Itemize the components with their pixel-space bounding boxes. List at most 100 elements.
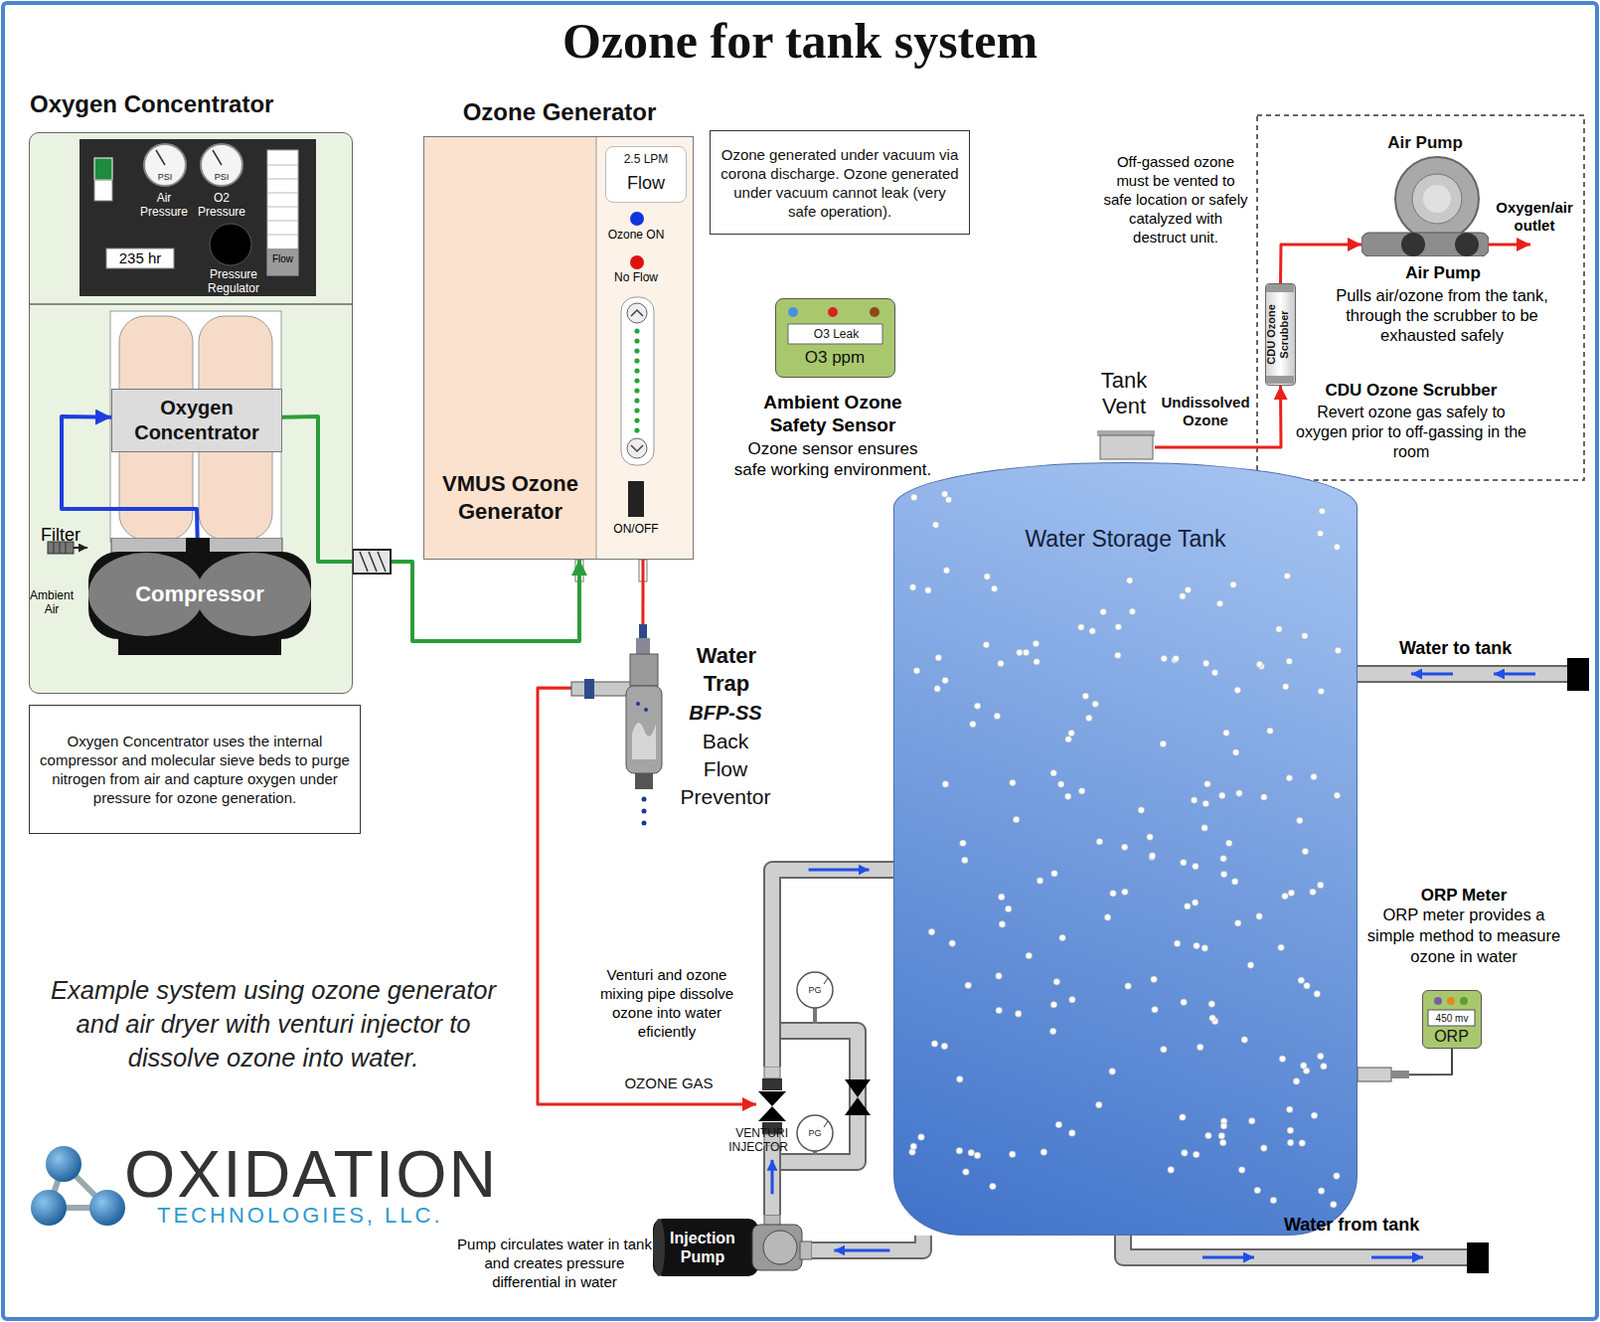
circle-shape <box>1225 839 1233 847</box>
note-box: Oxygen Concentrator uses the internal co… <box>28 704 361 834</box>
circle-shape <box>1317 687 1325 695</box>
annotation-label: Pulls air/ozone from the tank, through t… <box>1319 285 1565 345</box>
circle-shape <box>1301 847 1309 855</box>
circle-shape <box>1115 623 1122 631</box>
circle-shape <box>45 1145 82 1182</box>
flow-arrow <box>808 868 870 872</box>
circle-shape <box>1115 651 1122 659</box>
polygon-shape <box>758 1106 787 1121</box>
rect-shape <box>1428 1009 1475 1026</box>
line-shape <box>823 977 828 984</box>
rect-shape <box>1361 232 1489 257</box>
rect-shape <box>1357 1067 1392 1082</box>
circle-shape <box>1434 996 1442 1005</box>
rect-shape <box>639 624 647 639</box>
node-heading: Water Trap <box>680 641 773 698</box>
circle-shape <box>1395 157 1479 241</box>
rect-shape <box>626 685 662 774</box>
circle-shape <box>1232 749 1240 757</box>
circle-shape <box>967 1148 975 1156</box>
flow-display: 2.5 LPMFlow <box>605 146 687 203</box>
rect-shape <box>635 773 653 790</box>
circle-shape <box>1446 996 1455 1005</box>
rect-shape <box>630 653 658 686</box>
rect-shape <box>1567 657 1590 691</box>
circle-shape <box>1279 1055 1286 1063</box>
circle-shape <box>1297 976 1305 984</box>
circle-shape <box>1256 913 1264 921</box>
path-shape <box>1357 664 1571 683</box>
circle-shape <box>913 667 921 675</box>
circle-shape <box>960 839 967 847</box>
line-shape <box>1488 243 1531 247</box>
node-heading: Ozone Generator <box>424 97 695 128</box>
circle-shape <box>1276 626 1283 634</box>
circle-shape <box>1296 816 1304 824</box>
circle-shape <box>911 493 919 501</box>
circle-shape <box>993 712 1001 720</box>
rect-shape <box>584 678 595 699</box>
annotation-label: 235 hr <box>106 249 174 268</box>
circle-shape <box>928 928 936 936</box>
circle-shape <box>1219 1138 1227 1146</box>
circle-shape <box>634 427 640 433</box>
circle-shape <box>1086 714 1094 722</box>
node-text: VMUS Ozone Generator <box>424 470 597 526</box>
circle-shape <box>1270 1196 1278 1204</box>
connector-line <box>640 559 644 625</box>
circle-shape <box>634 417 640 423</box>
circle-shape <box>1025 952 1033 960</box>
circle-shape <box>1192 862 1200 870</box>
flow-arrow <box>771 1159 775 1195</box>
annotation-label: Water to tank <box>1399 637 1549 659</box>
circle-shape <box>1064 793 1072 800</box>
circle-shape <box>1173 940 1181 948</box>
circle-shape <box>1109 1068 1117 1076</box>
circle-shape <box>1179 1114 1187 1121</box>
annotation-label: Air Pressure <box>136 190 192 219</box>
circle-shape <box>1231 878 1239 886</box>
circle-shape <box>636 701 640 706</box>
circle-shape <box>643 707 648 712</box>
circle-shape <box>1160 1046 1168 1054</box>
circle-shape <box>1318 507 1326 515</box>
circle-shape <box>957 1076 964 1084</box>
circle-shape <box>1179 593 1187 601</box>
connector-line <box>1154 385 1281 448</box>
rect-shape <box>352 549 391 574</box>
circle-shape <box>1310 773 1318 781</box>
annotation-label: PSI <box>206 171 237 183</box>
annotation-label: ORP meter provides a simple method to me… <box>1366 904 1562 967</box>
circle-shape <box>1292 1078 1300 1086</box>
polygon-shape <box>758 1091 787 1107</box>
circle-shape <box>1298 1139 1306 1147</box>
circle-shape <box>634 397 640 403</box>
annotation-label: ORP Meter <box>1404 885 1524 906</box>
path-shape <box>359 551 386 572</box>
circle-shape <box>945 496 953 504</box>
node-text: Oxygen Concentrator uses the internal co… <box>39 731 350 807</box>
pipe-bore <box>772 869 894 1067</box>
circle-shape <box>1202 800 1210 807</box>
annotation-label: Air Pump <box>1381 263 1505 284</box>
circle-shape <box>1309 888 1317 896</box>
circle-shape <box>634 327 640 333</box>
pipe-wall <box>763 1145 782 1215</box>
circle-shape <box>918 1133 926 1141</box>
rect-shape <box>94 158 113 180</box>
line-shape <box>73 546 88 549</box>
circle-shape <box>1181 1149 1189 1157</box>
gas-line <box>1280 244 1363 284</box>
node-heading: O3 Leak <box>788 325 885 342</box>
circle-shape <box>962 1168 970 1176</box>
circle-shape <box>1159 740 1167 748</box>
node-heading: 450 mv <box>1428 1011 1476 1025</box>
circle-shape <box>1040 1148 1048 1156</box>
circle-shape <box>1281 892 1289 900</box>
circle-shape <box>931 1040 939 1048</box>
circle-shape <box>869 307 880 318</box>
line-shape <box>156 150 165 165</box>
path-shape <box>267 164 299 235</box>
circle-shape <box>998 893 1006 901</box>
circle-shape <box>1033 657 1041 665</box>
